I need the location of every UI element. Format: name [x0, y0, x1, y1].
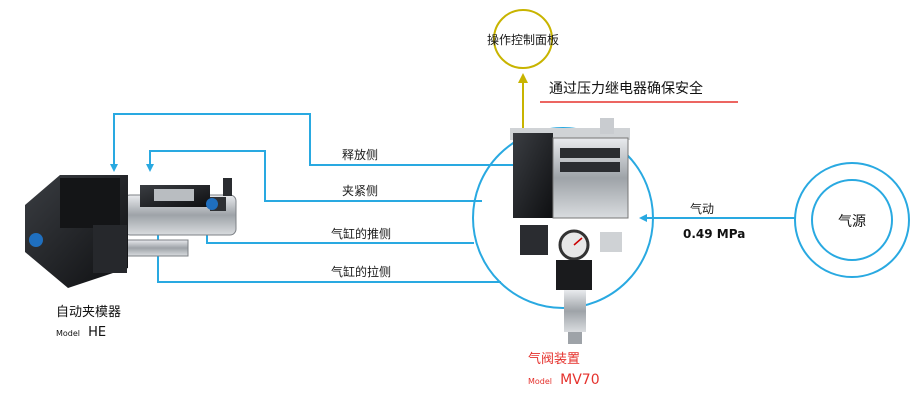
label-release-side: 释放侧 [342, 147, 378, 162]
clamp-side-line [146, 150, 482, 202]
clamp-model-number: HE [88, 325, 106, 340]
label-cylinder-push: 气缸的推侧 [331, 226, 391, 241]
clamp-device-image [25, 175, 237, 288]
air-source: 气源 [794, 162, 910, 278]
air-input-label: 气动 [690, 201, 714, 216]
air-source-inner-circle [811, 179, 893, 261]
safety-note: 通过压力继电器确保安全 [549, 80, 703, 97]
air-input-pressure: 0.49 MPa [683, 227, 745, 241]
control-panel: 操作控制面板 [487, 9, 559, 69]
control-panel-label: 操作控制面板 [487, 32, 559, 47]
valve-model-number: MV70 [560, 372, 599, 388]
valve-model-prefix: Model [528, 377, 552, 386]
clamp-name: 自动夹模器 [56, 305, 121, 320]
label-cylinder-pull: 气缸的拉侧 [331, 264, 391, 279]
cylinder-pull-line [154, 227, 501, 283]
clamp-model-prefix: Model [56, 329, 80, 338]
clamp-model: Model HE [56, 321, 106, 340]
release-side-line [110, 113, 513, 172]
label-clamp-side: 夹紧侧 [342, 184, 378, 198]
valve-name: 气阀装置 [528, 351, 580, 367]
air-source-label: 气源 [838, 214, 866, 230]
valve-device-image [510, 118, 630, 344]
control-panel-circle [493, 9, 553, 69]
valve-model: Model MV70 [528, 369, 600, 388]
